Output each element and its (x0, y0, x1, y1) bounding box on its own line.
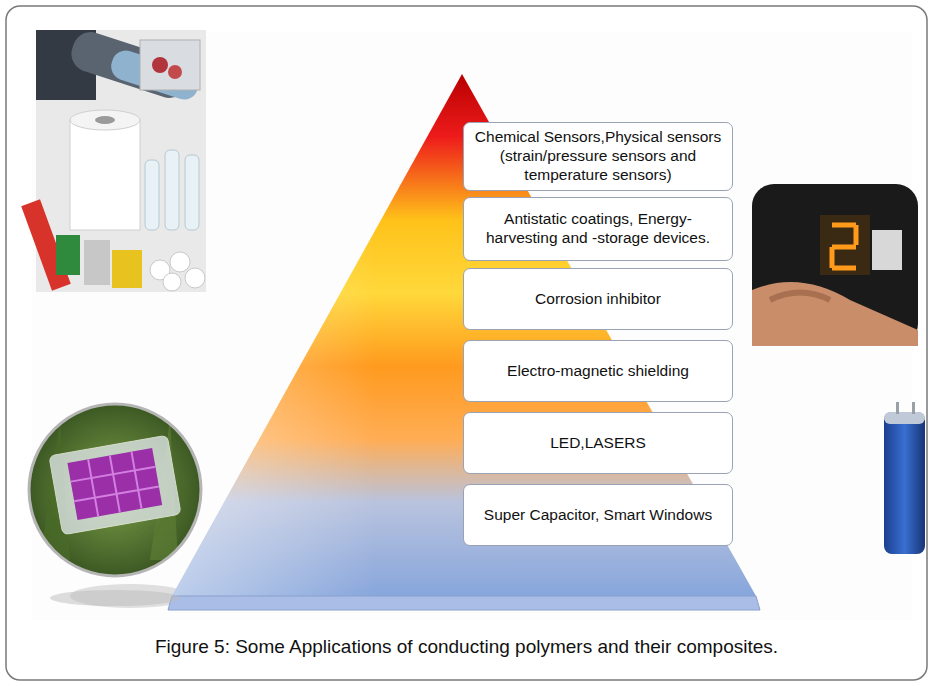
application-box: Electro-magnetic shielding (463, 340, 733, 402)
application-text: LED,LASERS (550, 434, 646, 453)
application-text: Chemical Sensors,Physical sensors (strai… (472, 128, 724, 185)
application-text: Super Capacitor, Smart Windows (484, 506, 712, 525)
application-box: Super Capacitor, Smart Windows (463, 484, 733, 546)
application-box: Chemical Sensors,Physical sensors (strai… (463, 122, 733, 191)
application-text: Antistatic coatings, Energy-harvesting a… (472, 210, 724, 248)
application-text: Corrosion inhibitor (535, 290, 661, 309)
application-text: Electro-magnetic shielding (507, 362, 689, 381)
application-box: LED,LASERS (463, 412, 733, 474)
application-box: Corrosion inhibitor (463, 268, 733, 330)
application-box: Antistatic coatings, Energy-harvesting a… (463, 197, 733, 261)
figure-caption: Figure 5: Some Applications of conductin… (20, 636, 913, 658)
